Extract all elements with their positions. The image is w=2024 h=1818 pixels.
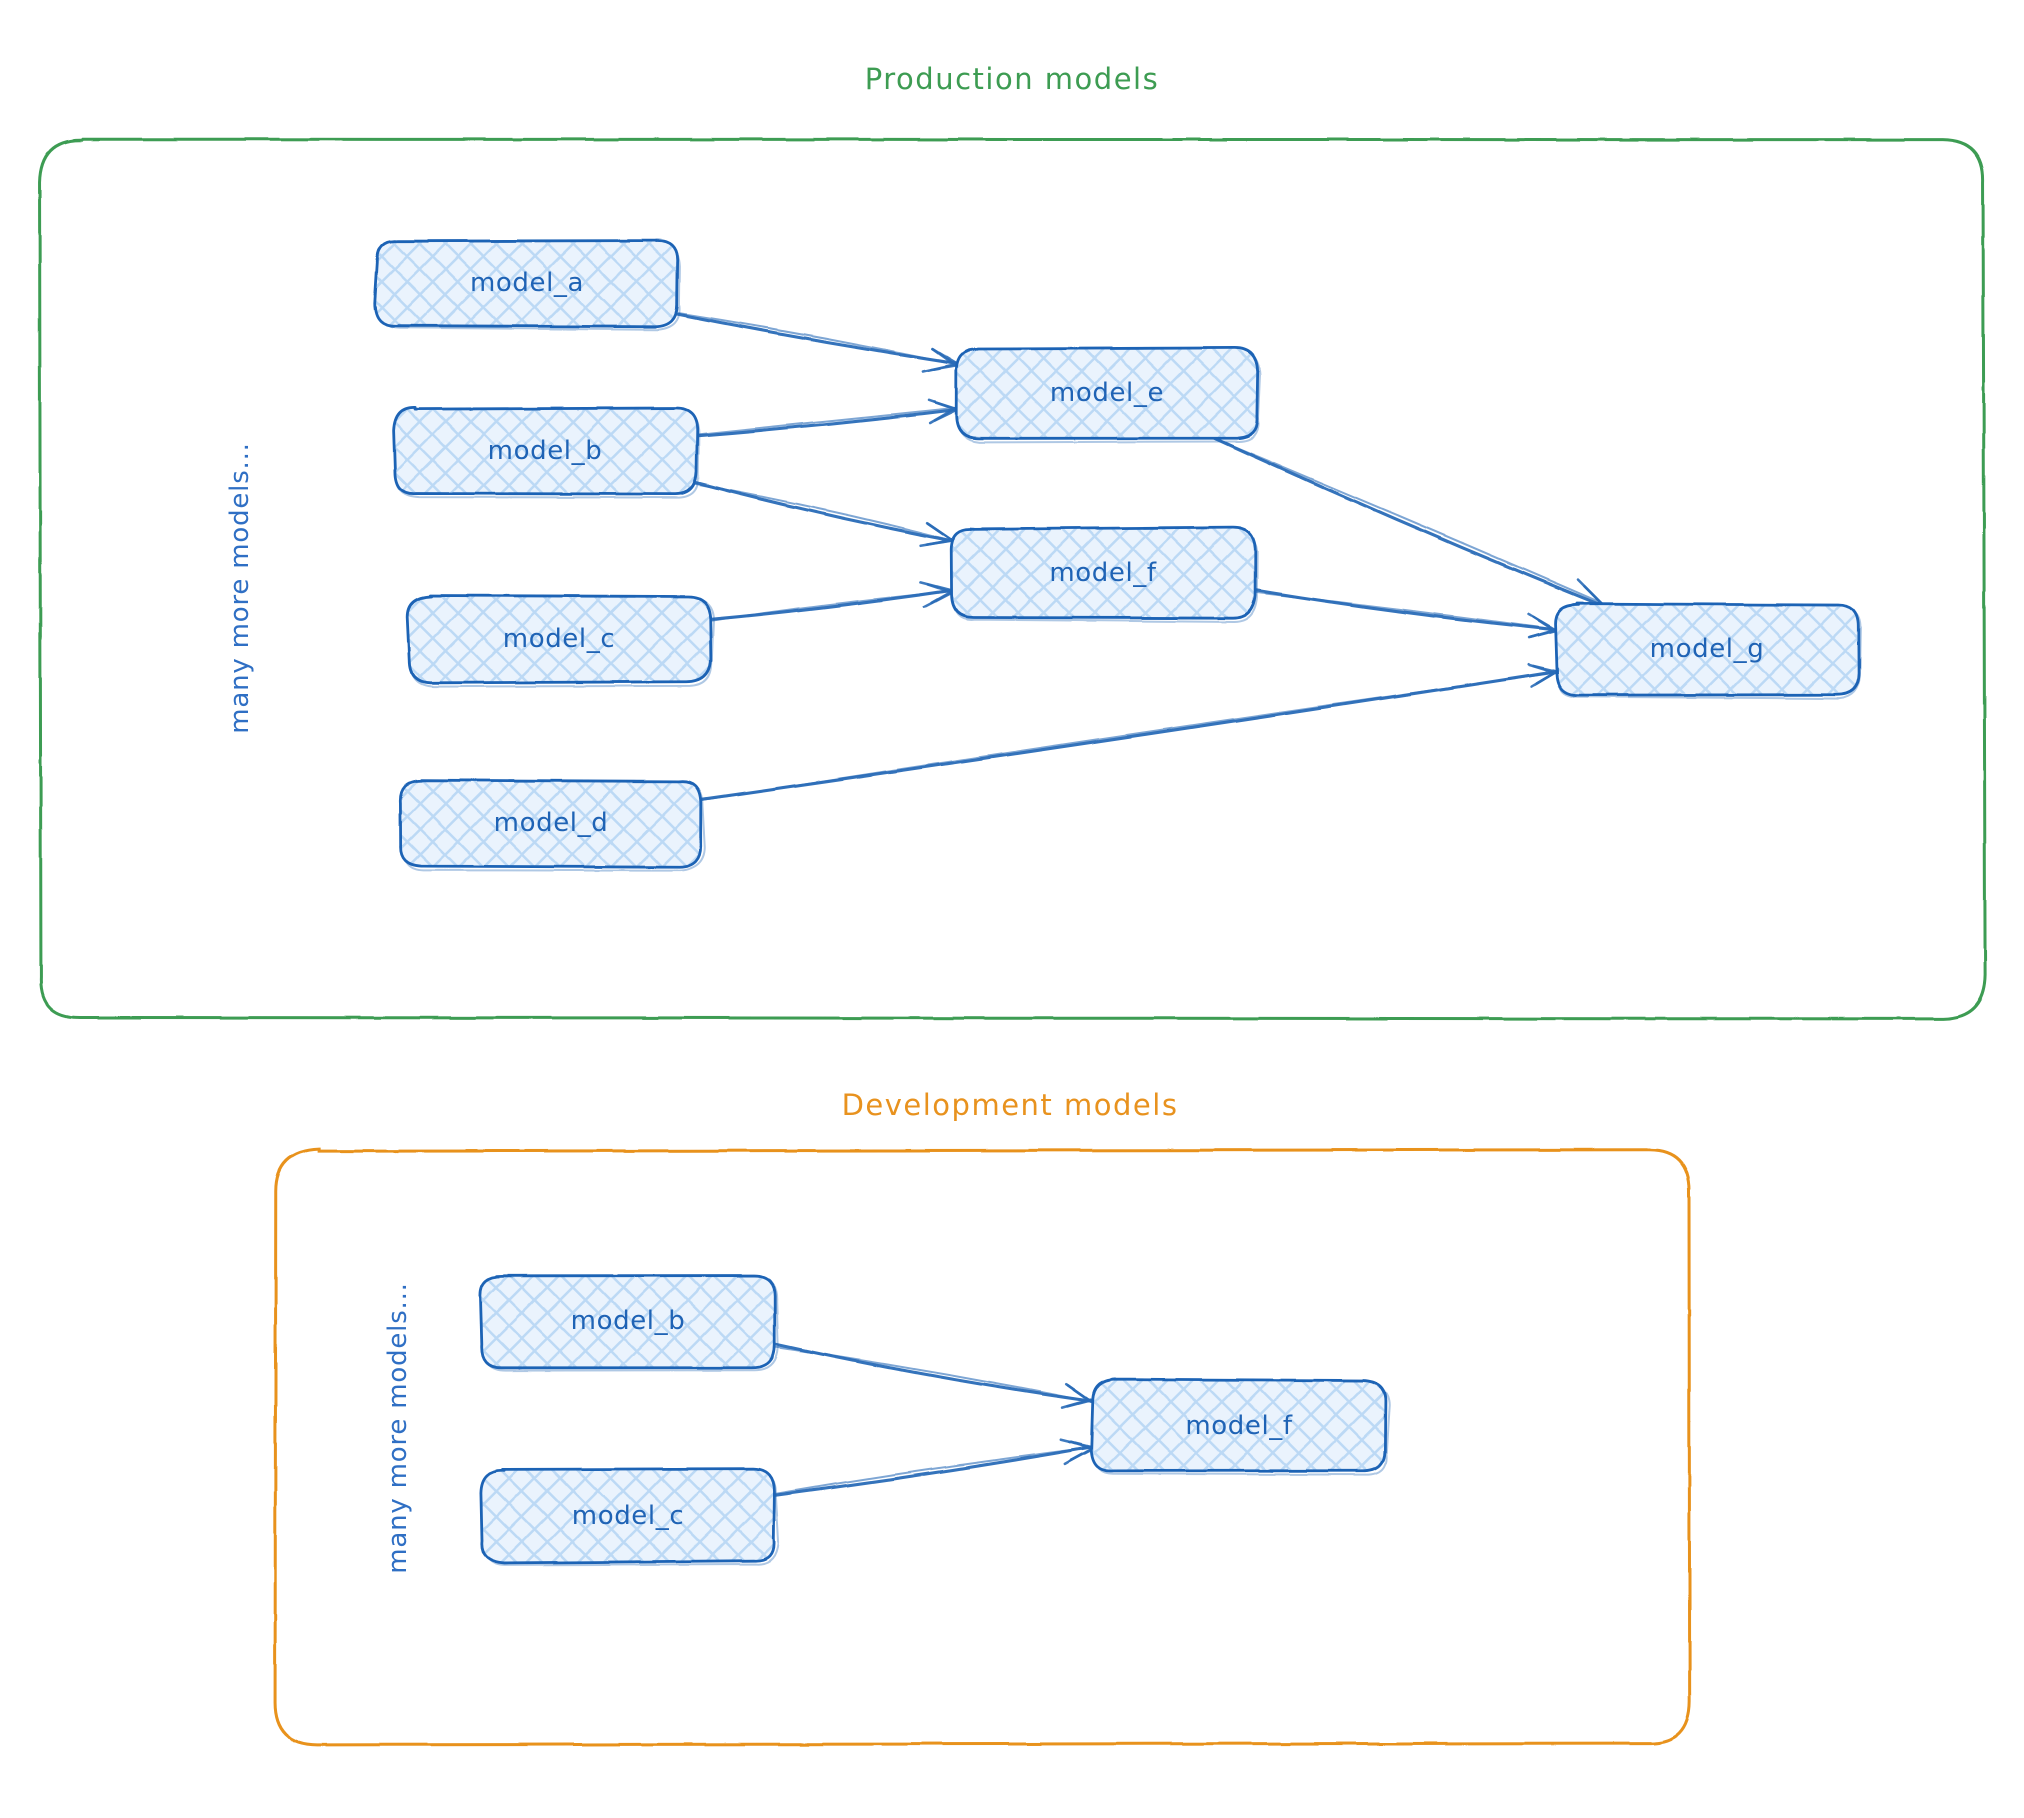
- edge: [772, 1438, 1095, 1498]
- node-model_a[interactable]: [373, 239, 681, 331]
- node-model_e[interactable]: [954, 346, 1262, 444]
- many-more-models-label-production: many more models...: [225, 442, 255, 734]
- edge: [692, 480, 955, 548]
- group-title-development: Development models: [841, 1088, 1179, 1122]
- edge: [772, 1342, 1095, 1409]
- node-dev_model_c[interactable]: [479, 1467, 780, 1566]
- node-layer: [373, 239, 1862, 1566]
- node-model_g[interactable]: [1554, 602, 1862, 700]
- node-model_f[interactable]: [949, 525, 1259, 623]
- group-title-production: Production models: [864, 62, 1160, 96]
- edge: [1252, 588, 1559, 639]
- group-containers: [38, 137, 1987, 1747]
- edge: [674, 312, 959, 373]
- edge: [710, 581, 955, 622]
- edge-layer: [674, 312, 1605, 1498]
- group-container-production[interactable]: [38, 137, 1987, 1021]
- node-model_c[interactable]: [405, 594, 715, 688]
- node-dev_model_b[interactable]: [479, 1274, 780, 1372]
- edge: [1209, 435, 1605, 607]
- many-more-models-label-development: many more models...: [383, 1282, 413, 1574]
- node-model_b[interactable]: [392, 405, 700, 499]
- group-container-development[interactable]: [273, 1147, 1692, 1747]
- node-model_d[interactable]: [399, 778, 707, 872]
- node-dev_model_f[interactable]: [1089, 1377, 1391, 1476]
- edge: [700, 663, 1559, 801]
- edge: [693, 399, 959, 438]
